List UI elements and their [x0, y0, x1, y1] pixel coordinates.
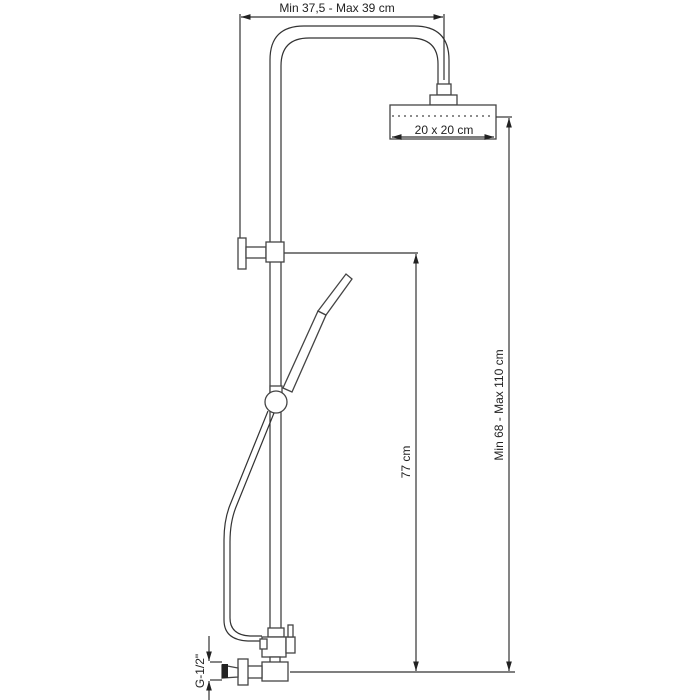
overhead-pipe	[269, 25, 450, 640]
connection-label: G-1/2"	[193, 654, 207, 688]
wall-bracket	[237, 237, 285, 270]
slider-height-label: 77 cm	[399, 446, 413, 479]
hose	[223, 410, 275, 642]
height-dimension: Min 68 - Max 110 cm	[492, 116, 512, 671]
shower-head: 20 x 20 cm	[389, 83, 497, 140]
height-range-label: Min 68 - Max 110 cm	[492, 349, 506, 460]
width-label: Min 37,5 - Max 39 cm	[279, 1, 394, 15]
diverter-valve	[210, 624, 296, 686]
slider-height-dimension: 77 cm	[284, 252, 515, 673]
connection-dimension: G-1/2"	[193, 636, 212, 700]
width-dimension: Min 37,5 - Max 39 cm	[239, 1, 445, 240]
hand-shower	[264, 273, 353, 414]
head-size-label: 20 x 20 cm	[415, 123, 474, 137]
